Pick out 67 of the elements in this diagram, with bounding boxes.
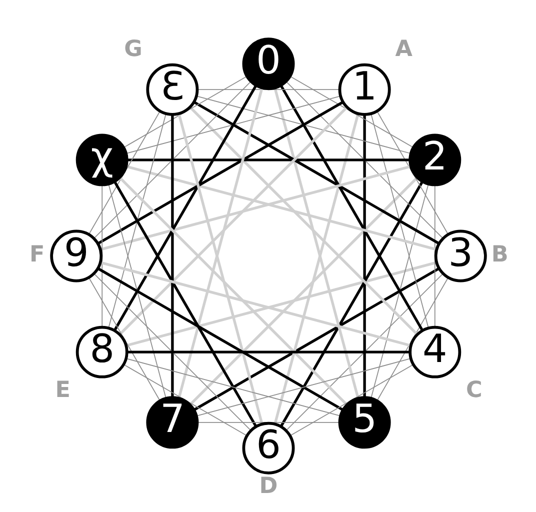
node-circle: 4 — [408, 326, 461, 378]
connector — [96, 267, 344, 412]
connector — [126, 158, 410, 162]
connector — [289, 364, 414, 436]
connector — [108, 184, 166, 399]
node-circle: χ — [75, 134, 128, 186]
connector — [195, 96, 411, 154]
connector — [177, 113, 263, 424]
connector — [376, 277, 448, 402]
connector — [100, 165, 411, 251]
connector — [101, 184, 102, 328]
node-circle: 7 — [146, 396, 198, 449]
node-label: G — [124, 36, 142, 62]
connector — [108, 113, 166, 329]
connector — [196, 358, 411, 416]
connector — [273, 113, 359, 424]
node-circle: 5 — [338, 396, 390, 449]
connector — [126, 350, 410, 354]
connector — [196, 89, 340, 90]
connector — [177, 88, 263, 399]
connector — [370, 113, 428, 328]
node-circle: Ɛ — [146, 63, 198, 116]
connector — [279, 180, 424, 428]
node-label: C — [466, 376, 482, 403]
connector — [285, 273, 444, 431]
connector — [93, 273, 251, 432]
connector — [125, 165, 436, 251]
connector — [118, 106, 348, 336]
connector — [125, 96, 340, 154]
connector — [100, 261, 411, 347]
connector — [279, 84, 424, 332]
connector — [122, 76, 247, 148]
connector — [125, 261, 436, 347]
connector — [122, 364, 247, 436]
node-circle: 9 — [50, 230, 102, 282]
connector — [112, 180, 257, 428]
connector — [88, 110, 160, 235]
node-label: E — [54, 376, 70, 403]
connector — [434, 184, 435, 328]
connector — [196, 422, 340, 423]
connector — [96, 100, 344, 245]
node-circle: 1 — [338, 63, 390, 116]
connector — [118, 176, 348, 406]
node-label: A — [394, 36, 412, 62]
connector — [92, 81, 251, 239]
connector — [285, 80, 443, 239]
connector — [188, 176, 418, 406]
connector — [192, 100, 440, 245]
connector — [273, 88, 359, 399]
connector — [289, 76, 414, 148]
node-label: B — [490, 241, 508, 268]
connector — [112, 84, 257, 332]
connector — [125, 358, 341, 416]
connector — [376, 110, 448, 235]
node-circle: 0 — [242, 38, 294, 90]
connector — [88, 277, 160, 402]
node-label: F — [29, 241, 44, 268]
connector — [170, 114, 174, 398]
node-circle: 6 — [242, 422, 294, 474]
node-circle: 3 — [434, 230, 486, 282]
connector — [192, 267, 440, 412]
connector — [370, 183, 428, 399]
node-circle: 8 — [75, 326, 128, 378]
connector — [362, 114, 366, 398]
node-circle: 2 — [408, 134, 461, 186]
node-label: D — [258, 472, 278, 499]
connector — [188, 106, 418, 336]
